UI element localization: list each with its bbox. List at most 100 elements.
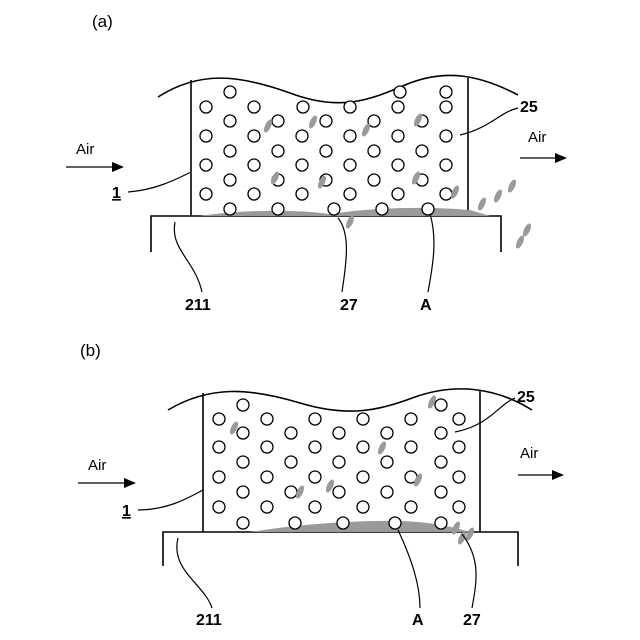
panel-b-air-out-label: Air: [520, 445, 538, 462]
panel-a-hole: [344, 130, 356, 142]
panel-b-hole: [237, 456, 249, 468]
panel-a-hole: [344, 159, 356, 171]
panel-b-point-leader: [398, 530, 420, 608]
panel-a-body-label: 1: [112, 185, 121, 202]
panel-b-hole: [435, 486, 447, 498]
panel-b-hole: [405, 413, 417, 425]
panel-b-hole: [453, 501, 465, 513]
panel-a-base-label: 211: [185, 297, 211, 314]
panel-a-hole: [200, 101, 212, 113]
panel-a-hole: [440, 188, 452, 200]
panel-a-hole: [368, 174, 380, 186]
panel-a-hole: [392, 159, 404, 171]
panel-b-hole: [453, 413, 465, 425]
panel-a-hole: [344, 188, 356, 200]
panel-b-base-label: 211: [196, 612, 222, 629]
panel-a-hole: [272, 203, 284, 215]
panel-a-hole: [248, 101, 260, 113]
panel-a-air-in-label: Air: [76, 141, 94, 158]
panel-a-hole: [296, 130, 308, 142]
panel-b-hole: [357, 471, 369, 483]
panel-b-base-leader: [177, 538, 212, 608]
panel-b-dust-speck: [376, 440, 387, 455]
panel-a-point-label: A: [420, 297, 432, 314]
panel-a-hole: [200, 159, 212, 171]
panel-a-hole: [272, 115, 284, 127]
panel-b-gap-leader: [462, 534, 476, 608]
panel-b-hole: [285, 486, 297, 498]
panel-a-hole: [320, 115, 332, 127]
panel-b-hole: [213, 413, 225, 425]
panel-a-hole: [320, 145, 332, 157]
panel-b-hole: [333, 486, 345, 498]
panel-b-hole: [261, 471, 273, 483]
panel-b-hole: [289, 517, 301, 529]
panel-b-hole: [333, 427, 345, 439]
panel-a-dust-speck: [492, 188, 503, 203]
panel-a-holes: [200, 86, 452, 215]
panel-b-hole: [405, 441, 417, 453]
panel-a-gap-leader: [338, 218, 346, 292]
panel-a-hole: [440, 101, 452, 113]
panel-b-body-leader: [138, 490, 203, 510]
panel-b-hole: [337, 517, 349, 529]
panel-a-hole: [392, 101, 404, 113]
panel-b-hole: [261, 501, 273, 513]
panel-b-hole: [435, 399, 447, 411]
panel-a-base-plate: [151, 216, 501, 252]
panel-a-hole: [328, 203, 340, 215]
panel-a-hole: [224, 174, 236, 186]
panel-b-hole: [309, 413, 321, 425]
panel-b-hole: [309, 501, 321, 513]
panel-a-dust-speck: [506, 178, 517, 193]
panel-a-label: (a): [92, 12, 113, 31]
panel-a-dust-speck: [514, 234, 525, 249]
panel-b-holes: [213, 399, 465, 529]
panel-a-hole: [416, 145, 428, 157]
panel-b-hole: [261, 441, 273, 453]
panel-b-body-label: 1: [122, 503, 131, 520]
panel-a: (a) Air Air 1 25 211: [66, 12, 567, 314]
panel-a-hole: [344, 101, 356, 113]
panel-b-hole: [261, 413, 273, 425]
panel-b-hole: [381, 486, 393, 498]
panel-a-hole: [440, 86, 452, 98]
panel-a-hole: [224, 115, 236, 127]
panel-b-hole: [237, 399, 249, 411]
panel-a-air-out-label: Air: [528, 129, 546, 146]
panel-a-hole: [200, 130, 212, 142]
panel-b-hole: [237, 517, 249, 529]
panel-a-hole: [248, 130, 260, 142]
panel-b-hole: [285, 427, 297, 439]
panel-b-hole: [381, 427, 393, 439]
panel-a-air-out-arrow: [520, 153, 567, 163]
panel-a-air-in-arrow: [66, 162, 124, 172]
panel-b-hole: [405, 501, 417, 513]
panel-b-hole: [389, 517, 401, 529]
panel-a-hole: [440, 159, 452, 171]
panel-a-hole-label: 25: [520, 99, 538, 116]
panel-a-hole: [394, 86, 406, 98]
panel-b-gap-label: 27: [463, 612, 481, 629]
panel-a-sediment: [200, 208, 490, 216]
panel-b-air-out-arrow: [518, 470, 564, 480]
panel-a-hole: [272, 145, 284, 157]
panel-a-base-leader: [174, 222, 202, 292]
panel-a-gap-label: 27: [340, 297, 358, 314]
panel-a-dust-speck: [307, 114, 318, 129]
panel-b-hole: [357, 501, 369, 513]
panel-b-hole: [309, 441, 321, 453]
panel-b-hole: [237, 427, 249, 439]
panel-a-hole: [248, 188, 260, 200]
panel-a-hole: [224, 203, 236, 215]
panel-b-hole: [357, 441, 369, 453]
panel-a-hole: [376, 203, 388, 215]
panel-b-point-label: A: [412, 612, 424, 629]
panel-a-hole: [296, 188, 308, 200]
panel-a-point-leader: [428, 214, 434, 292]
panel-b-hole: [435, 456, 447, 468]
panel-b-hole: [357, 413, 369, 425]
panel-b-hole-label: 25: [517, 389, 535, 406]
panel-a-hole: [200, 188, 212, 200]
panel-b-air-in-label: Air: [88, 457, 106, 474]
